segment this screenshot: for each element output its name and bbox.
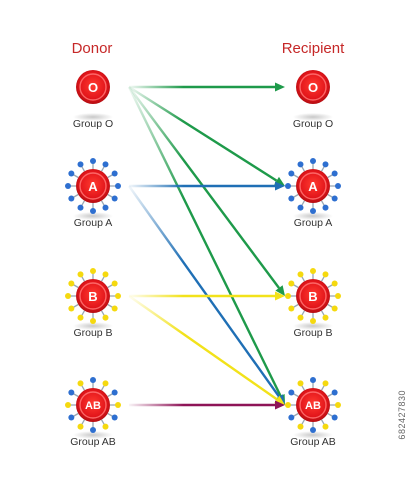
donor-label-b: Group B bbox=[73, 327, 113, 339]
donor-header: Donor bbox=[71, 40, 113, 57]
arrow-o-to-o bbox=[129, 82, 285, 92]
donor-cell-o: O bbox=[73, 70, 113, 121]
donor-cell-ab: AB bbox=[65, 377, 121, 439]
arrow-o-to-b bbox=[128, 86, 285, 296]
arrows-layer bbox=[127, 82, 285, 410]
donor-label-o: Group O bbox=[72, 118, 114, 130]
donor-cell-letter: AB bbox=[85, 400, 101, 412]
recipient-cell-letter: O bbox=[308, 80, 318, 95]
arrow-o-to-ab bbox=[127, 86, 285, 405]
recipient-cell-o: O bbox=[293, 70, 333, 121]
recipient-cell-ab: AB bbox=[285, 377, 341, 439]
recipient-cell-letter: B bbox=[308, 289, 317, 304]
arrow-b-to-ab bbox=[128, 295, 285, 405]
recipient-label-o: Group O bbox=[292, 118, 334, 130]
arrow-a-to-a bbox=[129, 181, 285, 191]
recipient-header: Recipient bbox=[281, 40, 345, 57]
recipient-label-b: Group B bbox=[293, 327, 333, 339]
recipient-label-ab: Group AB bbox=[290, 436, 336, 448]
donor-cell-letter: B bbox=[88, 289, 97, 304]
recipient-cell-letter: AB bbox=[305, 400, 321, 412]
recipient-label-a: Group A bbox=[293, 217, 333, 229]
recipient-cell-b: B bbox=[285, 268, 341, 330]
arrow-b-to-b bbox=[129, 291, 285, 301]
arrow-ab-to-ab bbox=[129, 400, 285, 410]
donor-cell-b: B bbox=[65, 268, 121, 330]
donor-label-a: Group A bbox=[73, 217, 113, 229]
recipient-cell-letter: A bbox=[308, 179, 318, 194]
donor-cell-letter: O bbox=[88, 80, 98, 95]
stock-id-tag: 682427830 bbox=[397, 390, 407, 440]
donor-cell-letter: A bbox=[88, 179, 98, 194]
recipient-cell-a: A bbox=[285, 158, 341, 220]
donor-cell-a: A bbox=[65, 158, 121, 220]
donor-label-ab: Group AB bbox=[70, 436, 116, 448]
